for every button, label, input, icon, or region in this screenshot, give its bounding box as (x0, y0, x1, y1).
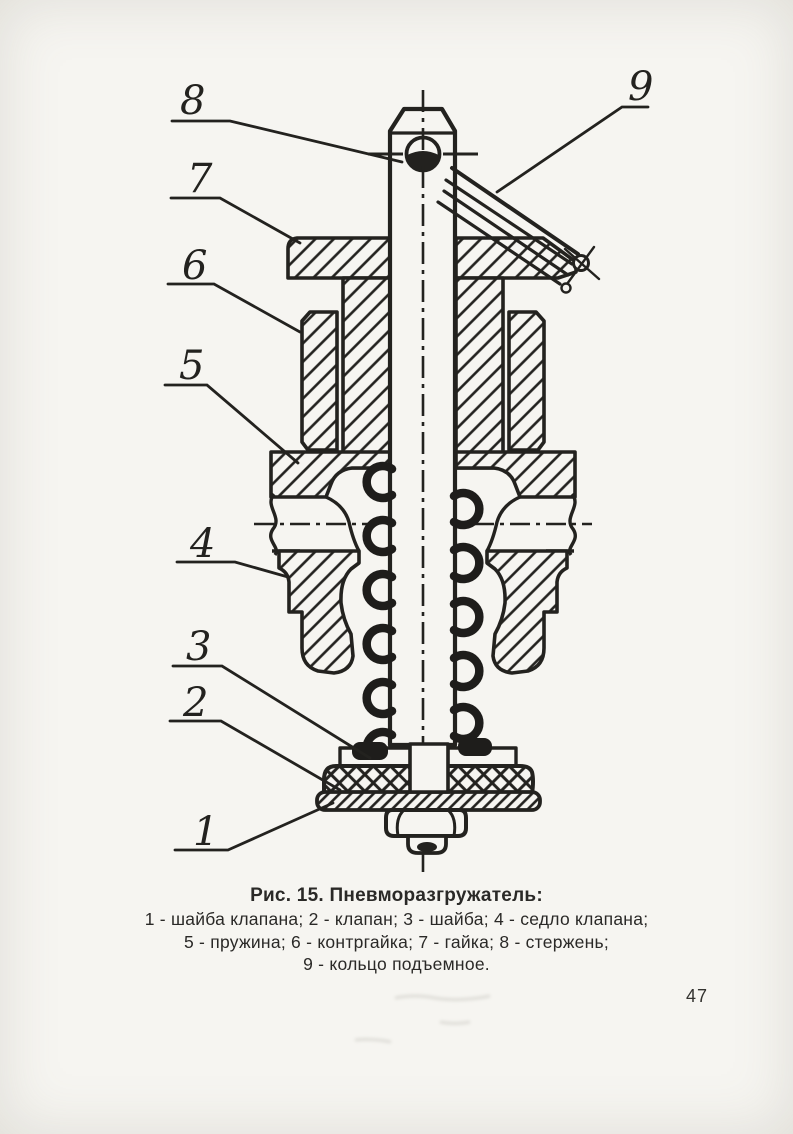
callout-7: 7 (187, 156, 213, 202)
callout-5: 5 (179, 343, 204, 389)
callout-labels: 8 7 6 5 4 3 2 1 9 (179, 64, 653, 855)
body-upper-band (269, 450, 577, 499)
ring-end-tick-2 (563, 247, 601, 281)
spring-coil (449, 488, 484, 530)
callout-2: 2 (182, 680, 208, 726)
spring-coil (449, 542, 484, 584)
spring-coil (449, 596, 484, 638)
figure-caption-line-1: 1 - шайба клапана; 2 - клапан; 3 - шайба… (144, 909, 649, 929)
gaika-flange-right (454, 236, 578, 280)
figure-caption-line-3: 9 - кольцо подъемное. (303, 954, 490, 974)
spring-coil (362, 569, 397, 611)
spring-end-blob-right (458, 738, 492, 756)
rod-sterzhen (368, 106, 478, 748)
leader-2 (168, 719, 342, 792)
lifting-ring-koltso (436, 166, 601, 294)
band-right (454, 450, 577, 499)
gaika-column-right (454, 276, 505, 470)
spring-coil (362, 677, 397, 719)
pipe-break-right (567, 492, 577, 557)
pipe-throat-right (485, 495, 521, 552)
valve-assembly (315, 738, 542, 855)
spring-coil (362, 623, 397, 665)
gaika-column-left (341, 276, 392, 470)
rod-eye-pin (407, 151, 439, 171)
band-left (269, 450, 392, 499)
spring-coil (362, 515, 397, 557)
valve-seat-sedlo (277, 549, 569, 675)
figure-caption: Рис. 15. Пневморазгружатель: 1 - шайба к… (0, 884, 793, 976)
ring-end-dot (560, 282, 572, 294)
ring-tube-2b (436, 200, 562, 286)
pipe-throat-left (325, 495, 361, 552)
leader-1 (173, 801, 335, 852)
callout-4: 4 (189, 521, 215, 567)
kontrgaika-left (300, 310, 339, 452)
ring-tube-1a (450, 166, 580, 256)
ring-tube-1b (444, 178, 574, 266)
leader-6 (166, 282, 302, 334)
leader-7 (169, 196, 302, 245)
spring-coil (449, 650, 484, 692)
rod-outline (387, 106, 458, 748)
leader-5 (163, 383, 300, 465)
pipe-break-left (269, 492, 279, 557)
bottom-cap-shade (417, 842, 437, 852)
spring-end-blob-left (352, 742, 388, 760)
kontrgaika-right (507, 310, 546, 452)
leader-9 (495, 105, 650, 194)
callout-1: 1 (193, 809, 218, 855)
bottom-nut (384, 808, 468, 838)
rod-threaded-end (408, 742, 450, 794)
callout-9: 9 (628, 64, 653, 110)
figure-caption-title: Рис. 15. Пневморазгружатель: (250, 885, 543, 906)
seat-left (277, 549, 361, 675)
bottom-nut-facet (395, 808, 457, 837)
ring-tube-2a (442, 189, 570, 277)
gaika-flange-left (286, 236, 392, 280)
callout-3: 3 (186, 624, 211, 670)
scan-bleed-marks (354, 994, 491, 1044)
callout-6: 6 (182, 243, 207, 289)
leader-4 (175, 560, 290, 579)
locknut-kontrgaika (300, 310, 546, 452)
spring-coil (362, 461, 397, 503)
figure-caption-line-2: 5 - пружина; 6 - контргайка; 7 - гайка; … (183, 931, 610, 952)
page-number: 47 (686, 986, 709, 1006)
leader-3 (171, 664, 372, 760)
leader-8 (170, 119, 404, 164)
ring-end-tick-1 (565, 245, 596, 286)
spring-coil (449, 702, 484, 744)
seat-right (485, 549, 569, 675)
leader-lines (163, 105, 650, 852)
callout-8: 8 (180, 78, 205, 124)
valve-plate-shayba-klapana-1 (315, 790, 542, 812)
